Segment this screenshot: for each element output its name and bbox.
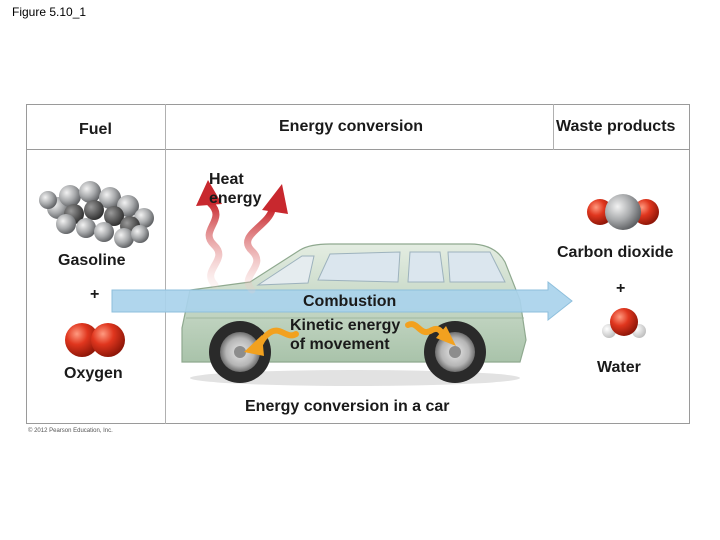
figure-title: Figure 5.10_1 — [12, 5, 87, 19]
header-energy-conversion: Energy conversion — [279, 118, 424, 135]
process-arrow — [111, 280, 573, 322]
carbon-dioxide-molecule-icon — [587, 194, 659, 230]
car-icon — [181, 243, 527, 386]
kinetic-arrow-icon — [244, 321, 456, 356]
label-oxygen: Oxygen — [64, 365, 123, 382]
label-heat-energy-line2: energy — [209, 190, 262, 207]
water-molecule-icon — [602, 308, 646, 338]
gasoline-molecule-icon — [39, 181, 154, 248]
label-combustion: Combustion — [303, 293, 397, 310]
label-kinetic-line1: Kinetic energy — [290, 317, 401, 334]
copyright: © 2012 Pearson Education, Inc. — [28, 428, 113, 434]
label-plus-left: + — [90, 286, 100, 303]
heat-arrow-icon — [196, 180, 288, 294]
label-water: Water — [597, 359, 641, 376]
label-kinetic-line2: of movement — [290, 336, 390, 353]
column-divider-right — [553, 104, 554, 150]
header-divider — [26, 149, 690, 150]
label-plus-right: + — [616, 280, 626, 297]
header-fuel: Fuel — [79, 121, 112, 138]
header-waste-products: Waste products — [556, 118, 676, 135]
column-divider-left — [165, 104, 166, 424]
label-kinetic-energy: Kinetic energy of movement — [290, 316, 400, 354]
caption: Energy conversion in a car — [245, 398, 450, 415]
label-heat-energy-line1: Heat — [209, 171, 244, 188]
oxygen-molecule-icon — [65, 323, 125, 357]
label-gasoline: Gasoline — [58, 252, 126, 269]
label-heat-energy: Heat energy — [209, 170, 261, 208]
table-frame — [26, 104, 690, 424]
label-carbon-dioxide: Carbon dioxide — [557, 244, 674, 261]
